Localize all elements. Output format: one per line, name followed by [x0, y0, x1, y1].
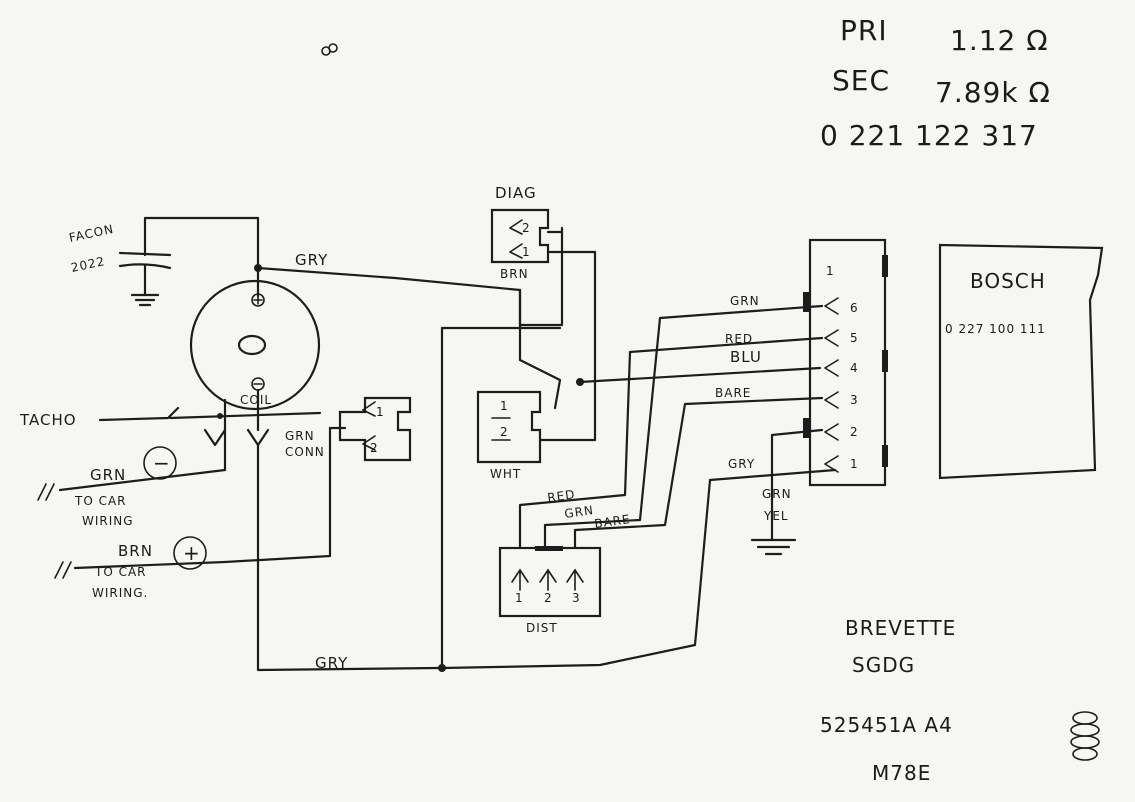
diag-label: DIAG — [495, 184, 537, 202]
to-car-wiring-2-a: TO CAR — [94, 565, 147, 579]
to-car-wiring-2-b: WIRING. — [92, 586, 148, 600]
pri-value: 1.12 Ω — [950, 24, 1049, 57]
note-model: BREVETTE — [845, 616, 956, 640]
svg-text:1: 1 — [515, 591, 524, 605]
note-serial: 525451A A4 — [820, 713, 953, 737]
pin1-wire-label: GRY — [728, 457, 755, 471]
plus-symbol: + — [183, 541, 201, 565]
ground-wire-label-b: YEL — [763, 509, 789, 523]
svg-text:2: 2 — [500, 425, 509, 439]
diag-color-label: BRN — [500, 267, 529, 281]
capacitor: FACON 2022 — [68, 216, 260, 307]
note-variant: M78E — [872, 761, 931, 785]
ground-wire-label-a: GRN — [762, 487, 792, 501]
pin3-wire-label: BARE — [715, 386, 751, 400]
capacitor-value: 2022 — [70, 254, 107, 275]
dist-label: DIST — [526, 621, 558, 635]
note-code: SGDG — [852, 653, 915, 677]
module-pin-5: 5 — [850, 331, 859, 345]
minus-symbol-circle — [143, 446, 177, 480]
tacho-label: TACHO — [19, 411, 77, 429]
svg-text:1: 1 — [522, 245, 531, 259]
coil-label: COIL — [240, 393, 272, 407]
sec-value: 7.89k Ω — [935, 76, 1051, 109]
module-pin-3: 3 — [850, 393, 859, 407]
dist-red-label: RED — [546, 487, 576, 505]
wire-label-gry-top: GRY — [295, 251, 328, 269]
white-connector-label: WHT — [490, 467, 521, 481]
svg-text:2: 2 — [370, 441, 379, 455]
svg-text:2: 2 — [544, 591, 553, 605]
module-pin-1-top: 1 — [826, 264, 835, 278]
brn-plus-label: BRN — [118, 542, 153, 560]
diag-connector: DIAG 2 1 BRN — [490, 184, 550, 281]
module-pin-4: 4 — [850, 361, 859, 375]
module-terminal-block: 1 6 5 4 3 2 1 — [803, 238, 888, 487]
distributor-connector: 1 2 3 DIST — [498, 546, 602, 635]
sec-label: SEC — [832, 64, 890, 97]
dist-grn-label: GRN — [563, 503, 594, 521]
pin6-wire-label: GRN — [730, 294, 760, 308]
to-car-wiring-1-a: TO CAR — [74, 494, 127, 508]
coil-connector: 1 2 — [338, 396, 412, 462]
to-car-wiring-1-b: WIRING — [82, 514, 134, 528]
svg-text:3: 3 — [572, 591, 581, 605]
grn-conn-label-a: GRN — [285, 429, 315, 443]
module-pin-6: 6 — [850, 301, 859, 315]
module-pin-1: 1 — [850, 457, 859, 471]
bosch-module: BOSCH 0 227 100 111 — [938, 243, 1104, 480]
svg-text:1: 1 — [500, 399, 509, 413]
coil-part-number: 0 221 122 317 — [820, 119, 1038, 152]
svg-text:1: 1 — [376, 405, 385, 419]
minus-symbol: − — [153, 451, 171, 475]
ignition-coil: COIL — [189, 279, 321, 411]
wire-label-gry-bottom: GRY — [315, 654, 348, 672]
pri-label: PRI — [840, 14, 888, 47]
pin5-wire-label: RED — [725, 332, 753, 346]
grn-conn-label-b: CONN — [285, 445, 325, 459]
grn-minus-label: GRN — [90, 466, 126, 484]
white-connector: 1 2 WHT — [476, 390, 542, 481]
module-pin-2: 2 — [850, 425, 859, 439]
plus-symbol-circle — [173, 536, 207, 570]
svg-text:2: 2 — [522, 221, 531, 235]
pin4-wire-label: BLU — [730, 348, 762, 366]
module-part-number: 0 227 100 111 — [945, 322, 1046, 336]
dist-bare-label: BARE — [593, 512, 631, 531]
spring-doodle — [1070, 711, 1100, 761]
module-brand: BOSCH — [970, 269, 1046, 293]
capacitor-label: FACON — [68, 222, 116, 245]
